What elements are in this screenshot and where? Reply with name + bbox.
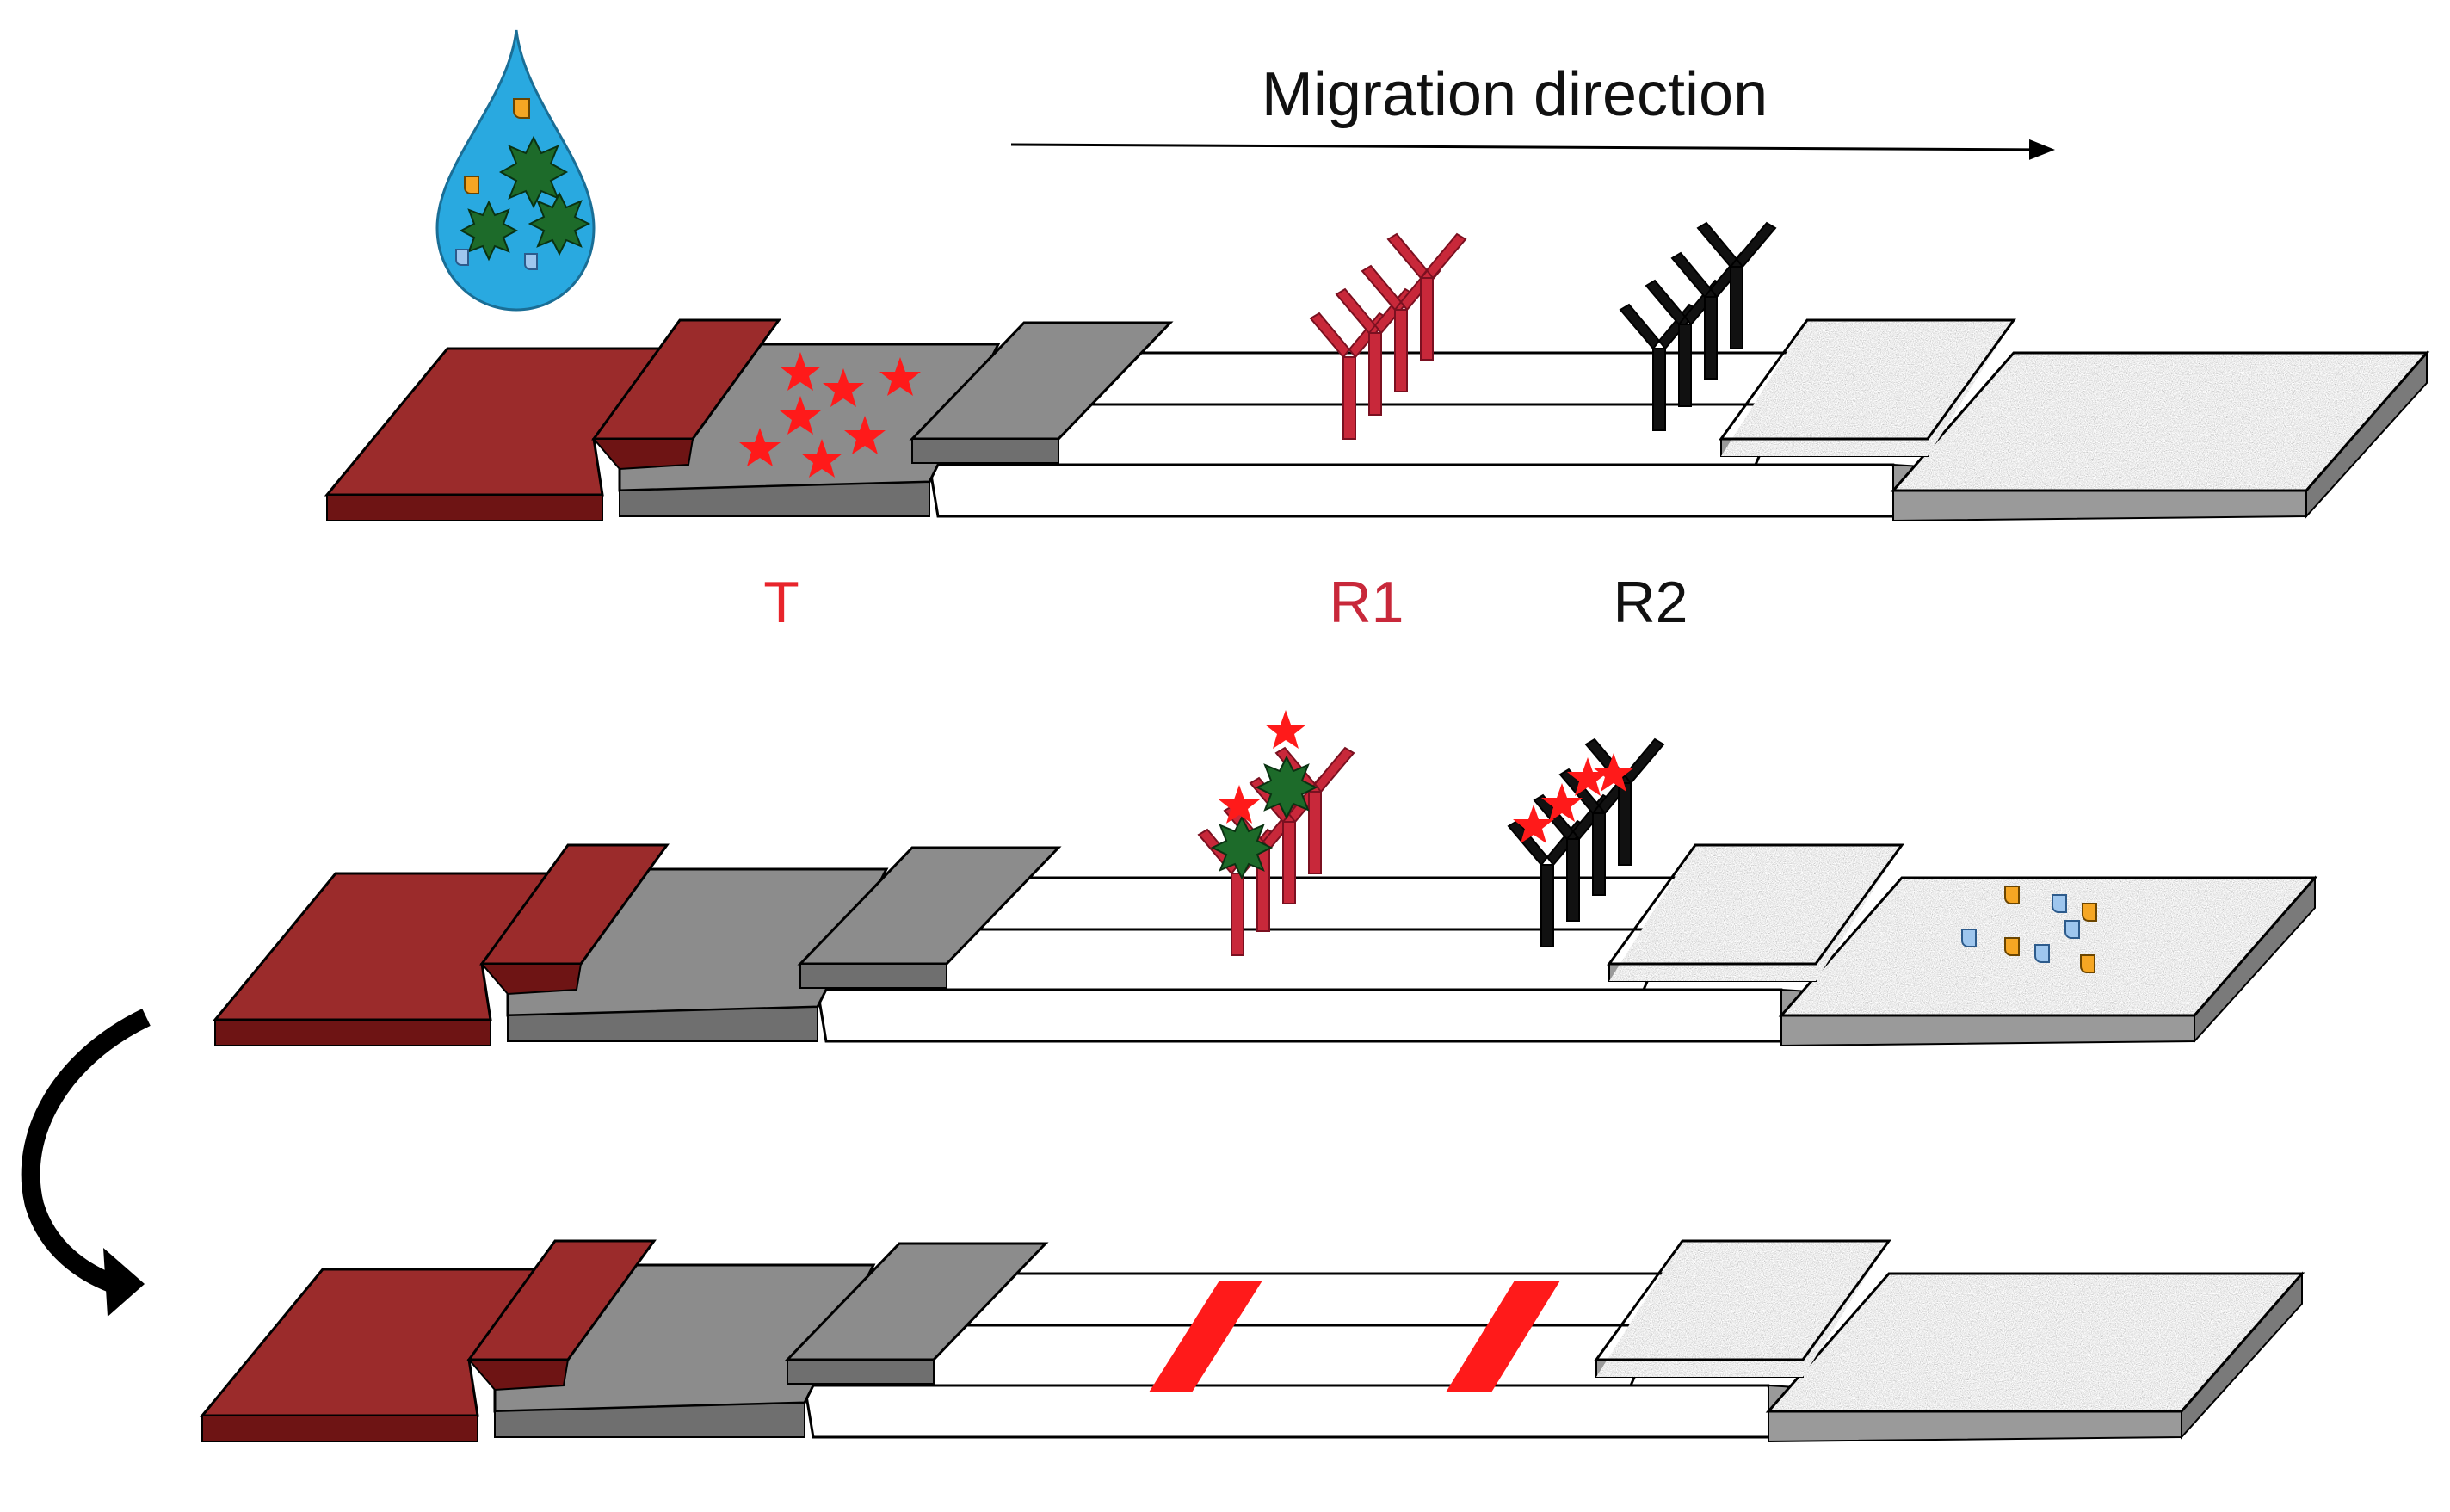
capture-antibodies-r1 bbox=[1309, 232, 1467, 440]
sample-pad bbox=[324, 318, 781, 521]
labelled-particles bbox=[739, 352, 921, 478]
star-icon bbox=[780, 352, 821, 391]
antibody-icon bbox=[1386, 232, 1467, 361]
migration-direction-label: Migration direction bbox=[1262, 60, 1768, 129]
star-icon bbox=[1265, 710, 1306, 749]
star-icon bbox=[780, 396, 821, 435]
zone-label-t: T bbox=[763, 570, 799, 635]
star-icon bbox=[1219, 785, 1260, 824]
star-icon bbox=[801, 439, 842, 478]
star-icon bbox=[879, 357, 921, 396]
star-icon bbox=[1593, 753, 1634, 792]
zone-label-r1: R1 bbox=[1330, 570, 1404, 635]
test-strip-during bbox=[212, 710, 2318, 1047]
sample-pad bbox=[199, 1239, 657, 1442]
star-icon bbox=[1541, 783, 1583, 822]
analyte-icon bbox=[528, 191, 591, 256]
star-icon bbox=[739, 428, 781, 466]
capture-antibodies-r1-bound bbox=[1197, 710, 1355, 956]
membrane bbox=[803, 1272, 1779, 1439]
analyte-icon bbox=[1210, 815, 1274, 880]
migration-direction-arrow bbox=[1010, 139, 2055, 160]
sample-droplet-icon bbox=[435, 29, 596, 312]
curved-arrow-icon bbox=[21, 1009, 151, 1317]
star-icon bbox=[1513, 805, 1554, 843]
control-antibodies-r2 bbox=[1619, 221, 1777, 431]
sample-pad bbox=[212, 843, 670, 1046]
control-antibodies-r2-bound bbox=[1507, 737, 1665, 947]
analyte-icon bbox=[1255, 755, 1318, 820]
star-icon bbox=[1567, 757, 1608, 796]
zone-label-r2: R2 bbox=[1614, 570, 1688, 635]
analyte-icon bbox=[459, 200, 519, 262]
test-strip-result bbox=[199, 1239, 2305, 1443]
control-line-r2 bbox=[1446, 1281, 1560, 1392]
test-line-r1 bbox=[1149, 1281, 1262, 1392]
star-icon bbox=[844, 416, 886, 454]
antibody-icon bbox=[1696, 221, 1777, 349]
analyte-icon bbox=[498, 135, 569, 209]
star-icon bbox=[823, 368, 864, 407]
test-strip-before bbox=[324, 221, 2430, 522]
